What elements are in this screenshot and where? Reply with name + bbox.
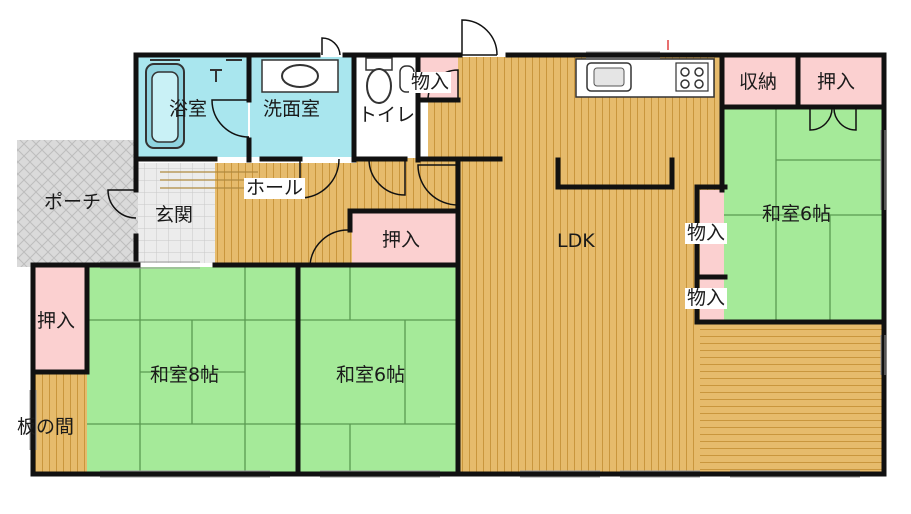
label-shuno: 収納	[739, 71, 778, 93]
windows	[29, 51, 886, 478]
label-oshiire-hall: 押入	[382, 229, 421, 251]
washbasin	[261, 59, 339, 93]
oshiire-top-right-floor	[800, 57, 882, 107]
label-ldk: LDK	[557, 230, 595, 252]
label-hall: ホール	[244, 177, 306, 199]
ldk-floor	[458, 57, 721, 472]
tatami-lines	[87, 107, 882, 472]
label-washitsu-6-right: 和室6帖	[762, 203, 832, 225]
porch-area	[17, 140, 138, 267]
ldk-floor-lower	[700, 322, 882, 472]
hall-floor-top	[356, 158, 458, 213]
walls	[30, 52, 887, 477]
label-entrance: 玄関	[155, 204, 194, 226]
oshiire-hall-floor	[352, 213, 458, 263]
bathtub	[145, 59, 185, 149]
label-storage-top: 物入	[409, 71, 452, 93]
label-toilet: トイレ	[358, 104, 416, 126]
kitchen-counter	[575, 58, 715, 98]
washitsu-6-center-floor	[298, 267, 458, 472]
label-porch: ポーチ	[44, 191, 102, 213]
label-bath: 浴室	[169, 98, 208, 120]
shower-fixture	[210, 59, 242, 82]
entrance-steps	[160, 171, 258, 189]
oshiire-left-floor	[35, 267, 87, 372]
label-itanoma: 板の間	[17, 416, 75, 438]
label-storage-mid-1: 物入	[685, 222, 728, 244]
label-oshiire-top-right: 押入	[817, 71, 856, 93]
label-washroom: 洗面室	[263, 98, 321, 120]
label-washitsu-6-center: 和室6帖	[336, 364, 406, 386]
shuno-floor	[724, 57, 799, 107]
label-storage-mid-2: 物入	[685, 287, 728, 309]
label-oshiire-left: 押入	[37, 310, 76, 332]
label-washitsu-8: 和室8帖	[150, 364, 220, 386]
itanoma-floor	[35, 372, 87, 472]
